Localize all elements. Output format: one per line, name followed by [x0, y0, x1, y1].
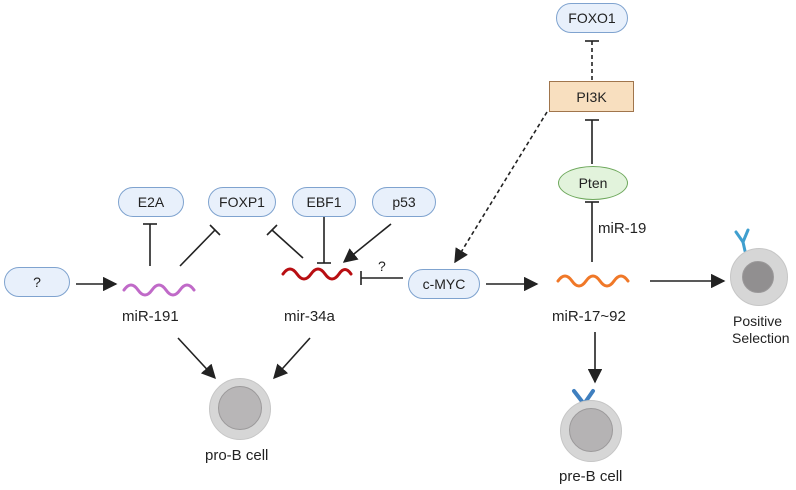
- positive-selection-nucleus: [742, 261, 774, 293]
- pten-node[interactable]: Pten: [558, 166, 628, 200]
- inhibit-cmyc-mir34a: [360, 271, 403, 285]
- pre-b-cell-icon: [560, 400, 622, 462]
- e2a-node[interactable]: E2A: [118, 187, 184, 217]
- arrow-mir34a-to-prob: [273, 337, 311, 380]
- inhibit-mir191-e2a: [143, 223, 157, 266]
- pro-b-cell-label: pro-B cell: [205, 447, 269, 464]
- mir34a-label: mir-34a: [284, 308, 335, 325]
- pre-b-cell-label: pre-B cell: [559, 468, 623, 485]
- p53-node[interactable]: p53: [372, 187, 436, 217]
- arrow-mir191-to-prob: [177, 337, 216, 380]
- mir17-92-label: miR-17~92: [552, 308, 626, 325]
- positive-selection-label-line2: Selection: [732, 330, 790, 346]
- cmyc-node[interactable]: c-MYC: [408, 269, 480, 299]
- inhibit-mir17-92-pten: [585, 201, 599, 262]
- mir19-label: miR-19: [598, 220, 647, 237]
- unknown-link-label: ?: [378, 258, 386, 274]
- pre-b-nucleus: [569, 408, 613, 452]
- mir191-squiggle: [122, 283, 196, 297]
- positive-selection-label-line1: Positive: [733, 313, 783, 329]
- pro-b-cell-icon: [209, 378, 271, 440]
- inhibit-pi3k-foxo1: [585, 40, 599, 80]
- pro-b-nucleus: [218, 386, 262, 430]
- positive-selection-cell-icon: [730, 248, 788, 306]
- foxp1-node[interactable]: FOXP1: [208, 187, 276, 217]
- mir17-92-squiggle: [556, 274, 630, 288]
- mir34a-squiggle: [281, 267, 353, 281]
- arrow-p53-to-mir34a: [342, 223, 392, 263]
- pi3k-node[interactable]: PI3K: [549, 81, 634, 112]
- arrow-pi3k-to-cmyc: [454, 111, 548, 264]
- foxo1-node[interactable]: FOXO1: [556, 3, 628, 33]
- inhibit-mir191-foxp1: [179, 224, 221, 267]
- ebf1-node[interactable]: EBF1: [292, 187, 356, 217]
- inhibit-mir34a-foxp1: [266, 224, 304, 259]
- inhibit-ebf1-mir34a: [317, 216, 331, 264]
- unknown-regulator-node[interactable]: ?: [4, 267, 70, 297]
- inhibit-pten-pi3k: [585, 119, 599, 164]
- mir191-label: miR-191: [122, 308, 179, 325]
- receptor-icon-positive: [734, 228, 750, 253]
